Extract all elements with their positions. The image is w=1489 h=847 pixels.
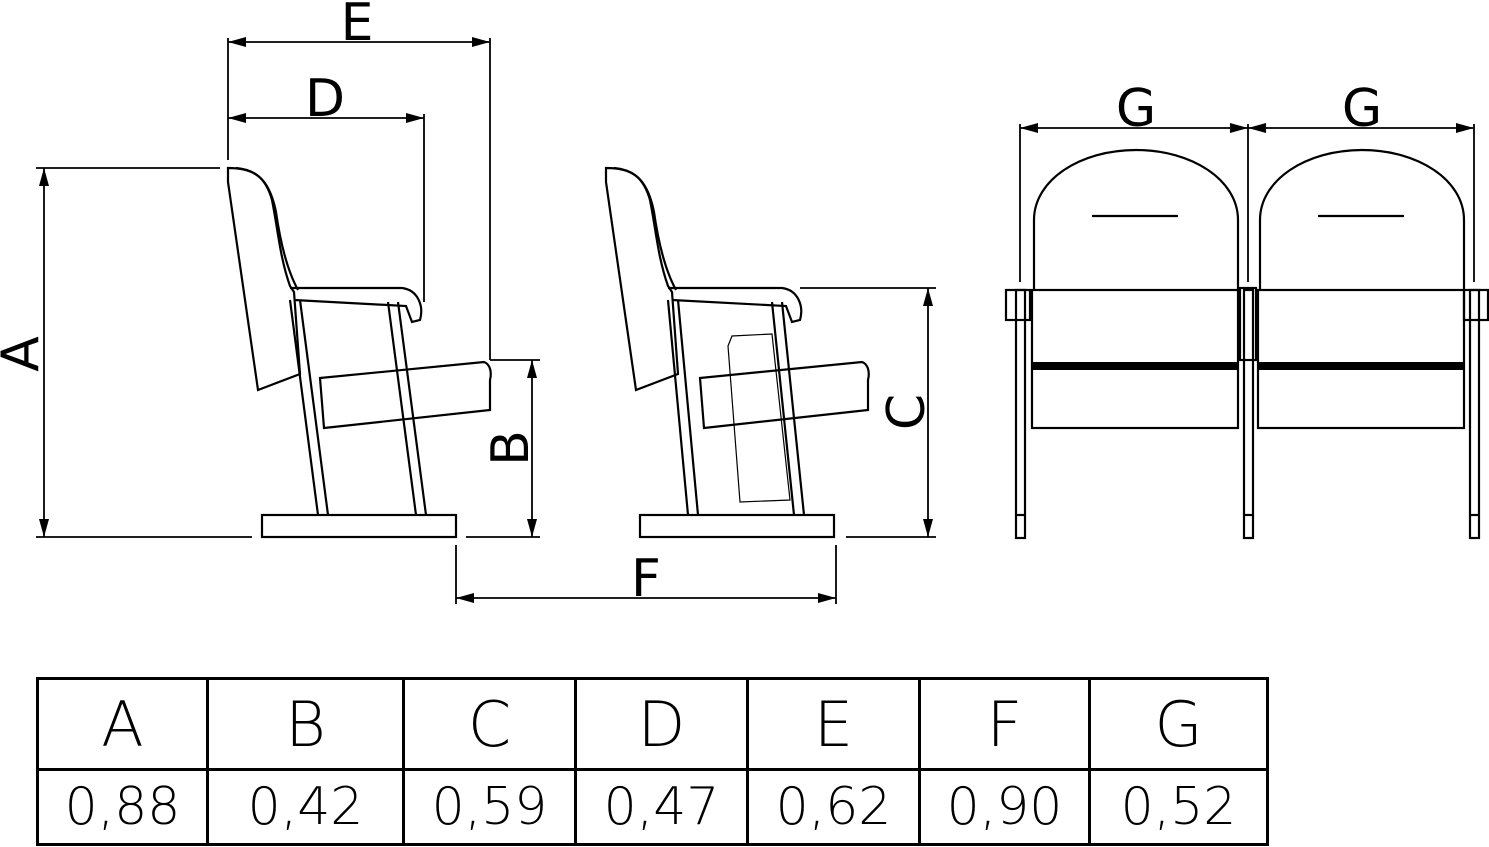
header-cell-c: C — [402, 677, 577, 771]
dim-label-g-right: G — [1342, 79, 1382, 139]
value-cell-d: 0,47 — [574, 768, 749, 846]
dim-label-a: A — [0, 336, 51, 372]
header-cell-f: F — [918, 677, 1091, 771]
header-cell-b: B — [206, 677, 405, 771]
value-cell-e: 0,62 — [746, 768, 921, 846]
side-view-seat-down — [226, 166, 492, 539]
header-cell-d: D — [574, 677, 749, 771]
dim-label-c: C — [877, 394, 937, 430]
value-cell-b: 0,42 — [206, 768, 405, 846]
header-cell-g: G — [1088, 677, 1269, 771]
dim-label-g-left: G — [1116, 79, 1156, 139]
header-cell-a: A — [36, 677, 209, 771]
front-view-two-seats — [1004, 148, 1489, 540]
value-cell-f: 0,90 — [918, 768, 1091, 846]
value-cell-a: 0,88 — [36, 768, 209, 846]
dimension-lines — [36, 37, 1475, 604]
dim-label-f: F — [631, 549, 661, 609]
value-cell-g: 0,52 — [1088, 768, 1269, 846]
value-cell-c: 0,59 — [402, 768, 577, 846]
dim-label-b: B — [481, 430, 541, 466]
table-values-row: 0,88 0,42 0,59 0,47 0,62 0,90 0,52 — [36, 768, 1269, 846]
table-header-row: A B C D E F G — [36, 677, 1269, 771]
chair-technical-drawing: E D A B C F G G — [0, 0, 1489, 609]
header-cell-e: E — [746, 677, 921, 771]
side-view-seat-up — [604, 166, 870, 539]
dim-label-d: D — [305, 69, 345, 129]
dim-label-e: E — [341, 0, 374, 53]
dimensions-table: A B C D E F G 0,88 0,42 0,59 0,47 0,62 0… — [36, 677, 1269, 846]
